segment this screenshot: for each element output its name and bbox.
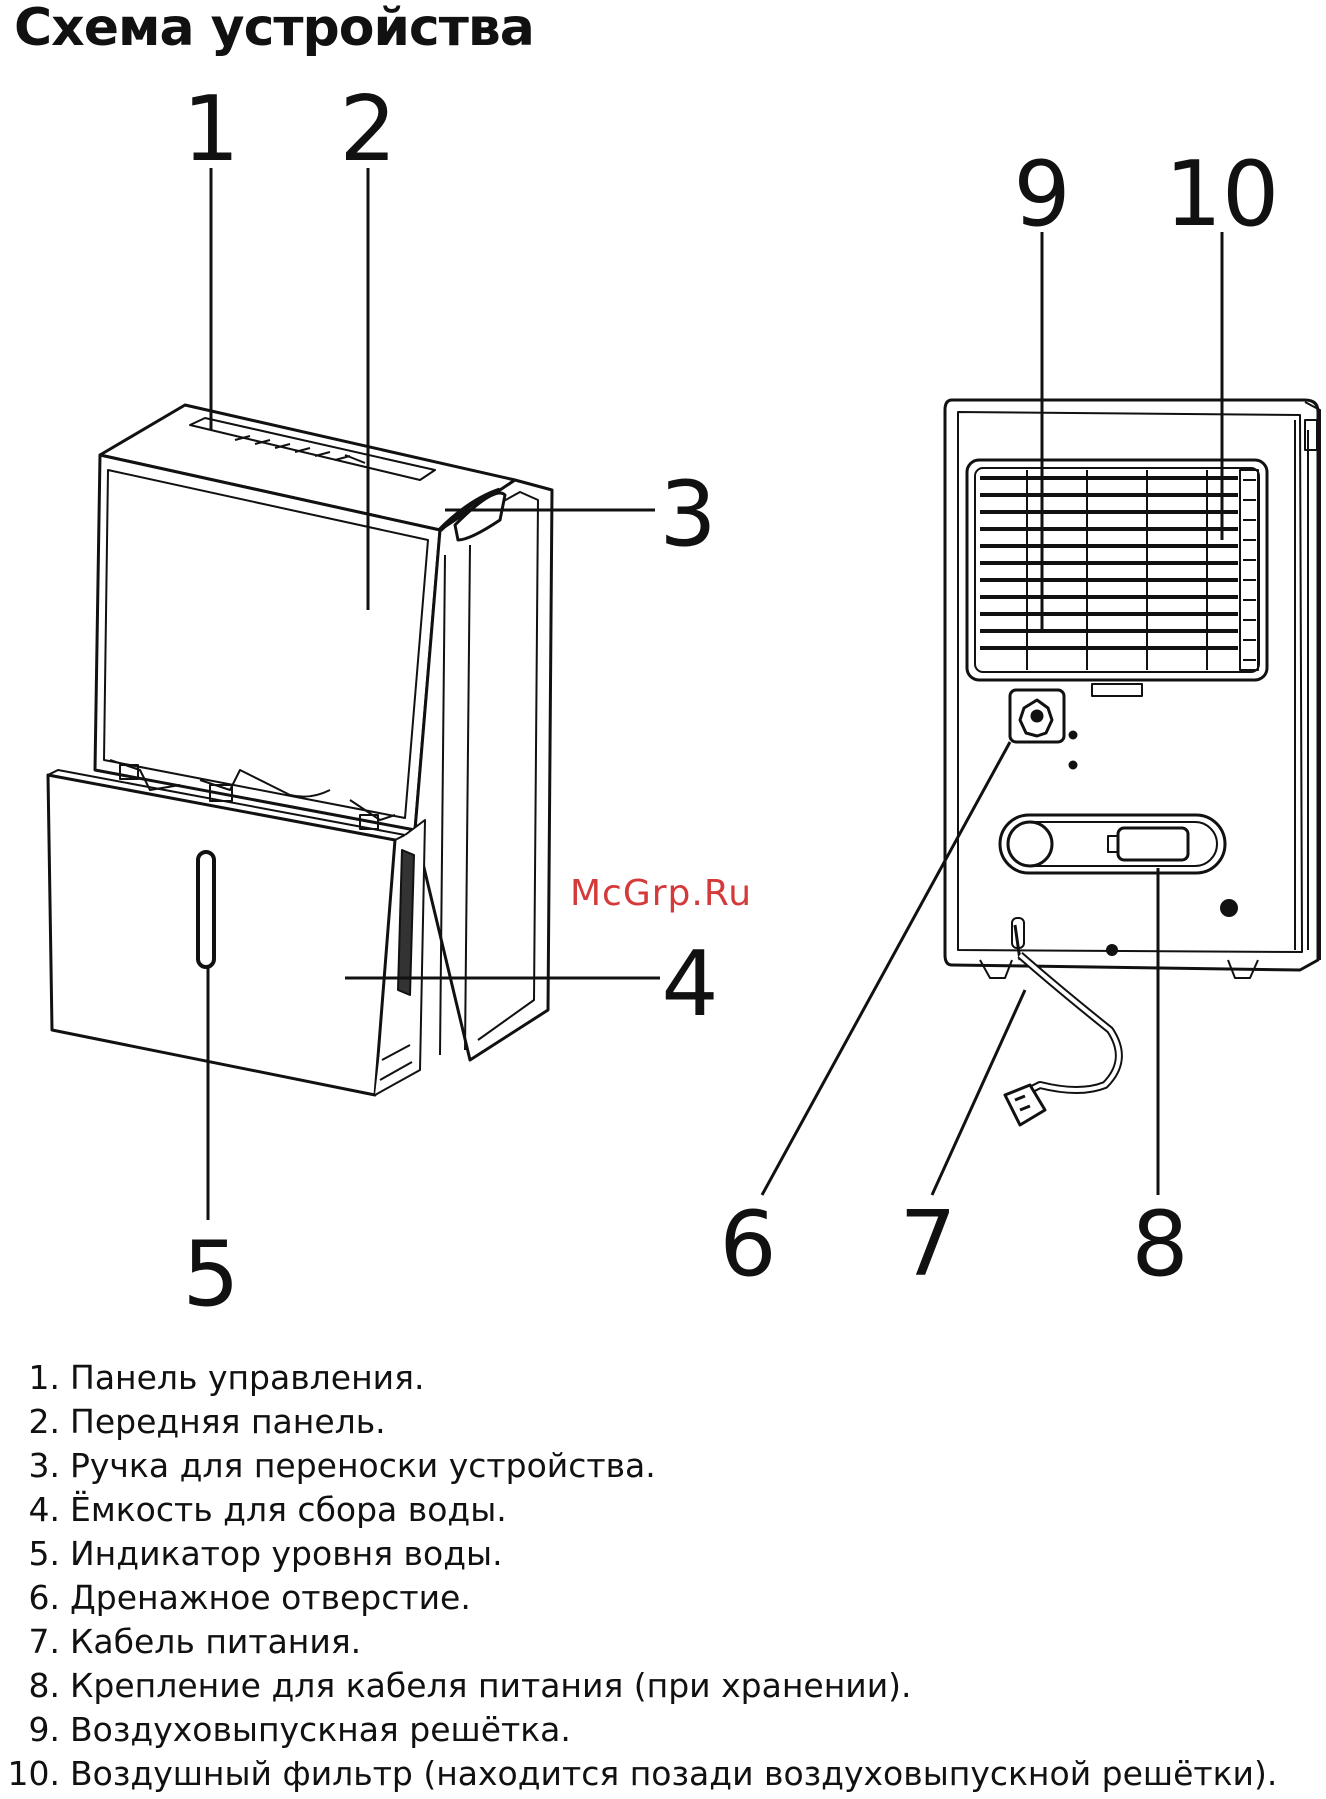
- legend-item: 2.Передняя панель.: [0, 1399, 1277, 1443]
- drain-outlet: [1008, 688, 1078, 770]
- callout-3: 3: [659, 462, 716, 567]
- power-cord: [1003, 917, 1123, 1127]
- callout-6: 6: [719, 1192, 776, 1297]
- carry-handle: [438, 487, 507, 542]
- callout-8: 8: [1131, 1192, 1188, 1297]
- power-plug: [1003, 1083, 1047, 1127]
- legend-text: Воздушный фильтр (находится позади возду…: [70, 1753, 1278, 1793]
- legend-item: 9.Воздуховыпускная решётка.: [0, 1707, 1277, 1751]
- cord-storage-bracket: [998, 813, 1227, 875]
- device-diagram: 1 2 3 4 5 6 7 8 9 10: [46, 77, 1321, 1320]
- legend-text: Панель управления.: [70, 1357, 425, 1397]
- back-view-unit: [943, 398, 1321, 1127]
- legend-text: Индикатор уровня воды.: [70, 1533, 503, 1573]
- callout-5: 5: [182, 1222, 239, 1320]
- water-level-indicator: [196, 850, 216, 969]
- legend-number: 3.: [28, 1445, 61, 1485]
- legend-item: 1.Панель управления.: [0, 1355, 1277, 1399]
- legend-text: Воздуховыпускная решётка.: [70, 1709, 571, 1749]
- callout-2: 2: [339, 77, 396, 182]
- callout-numbers: 1 2 3 4 5 6 7 8 9 10: [182, 77, 1279, 1320]
- parts-legend: 1.Панель управления. 2.Передняя панель. …: [0, 1355, 1278, 1795]
- legend-text: Ёмкость для сбора воды.: [70, 1489, 507, 1529]
- legend-item: 10.Воздушный фильтр (находится позади во…: [0, 1751, 1278, 1795]
- legend-item: 6.Дренажное отверстие.: [0, 1575, 1277, 1619]
- legend-number: 1.: [28, 1357, 61, 1397]
- control-panel: [189, 417, 436, 481]
- air-filter: [1239, 469, 1259, 671]
- callout-10: 10: [1165, 142, 1280, 247]
- legend-text: Передняя панель.: [70, 1401, 386, 1441]
- legend-text: Кабель питания.: [70, 1621, 362, 1661]
- legend-number: 9.: [28, 1709, 61, 1749]
- legend-item: 7.Кабель питания.: [0, 1619, 1277, 1663]
- page-title: Схема устройства: [14, 0, 535, 58]
- callout-7: 7: [899, 1192, 956, 1297]
- legend-text: Ручка для переноски устройства.: [70, 1445, 656, 1485]
- legend-text: Дренажное отверстие.: [70, 1577, 471, 1617]
- legend-number: 2.: [28, 1401, 61, 1441]
- legend-number: 6.: [28, 1577, 61, 1617]
- legend-number: 4.: [28, 1489, 61, 1529]
- legend-item: 3.Ручка для переноски устройства.: [0, 1443, 1277, 1487]
- legend-item: 5.Индикатор уровня воды.: [0, 1531, 1277, 1575]
- callout-1: 1: [182, 77, 239, 182]
- legend-number: 7.: [28, 1621, 61, 1661]
- callout-leaders: [206, 168, 1224, 1220]
- legend-number: 5.: [28, 1533, 61, 1573]
- legend-text: Крепление для кабеля питания (при хранен…: [70, 1665, 912, 1705]
- callout-4: 4: [661, 932, 718, 1037]
- water-tank: [46, 769, 426, 1097]
- legend-number: 10.: [7, 1753, 60, 1793]
- callout-9: 9: [1013, 142, 1070, 247]
- watermark: McGrp.Ru: [570, 873, 753, 914]
- front-view-unit: [46, 403, 554, 1097]
- legend-number: 8.: [28, 1665, 61, 1705]
- legend-item: 8.Крепление для кабеля питания (при хран…: [0, 1663, 1277, 1707]
- legend-item: 4.Ёмкость для сбора воды.: [0, 1487, 1277, 1531]
